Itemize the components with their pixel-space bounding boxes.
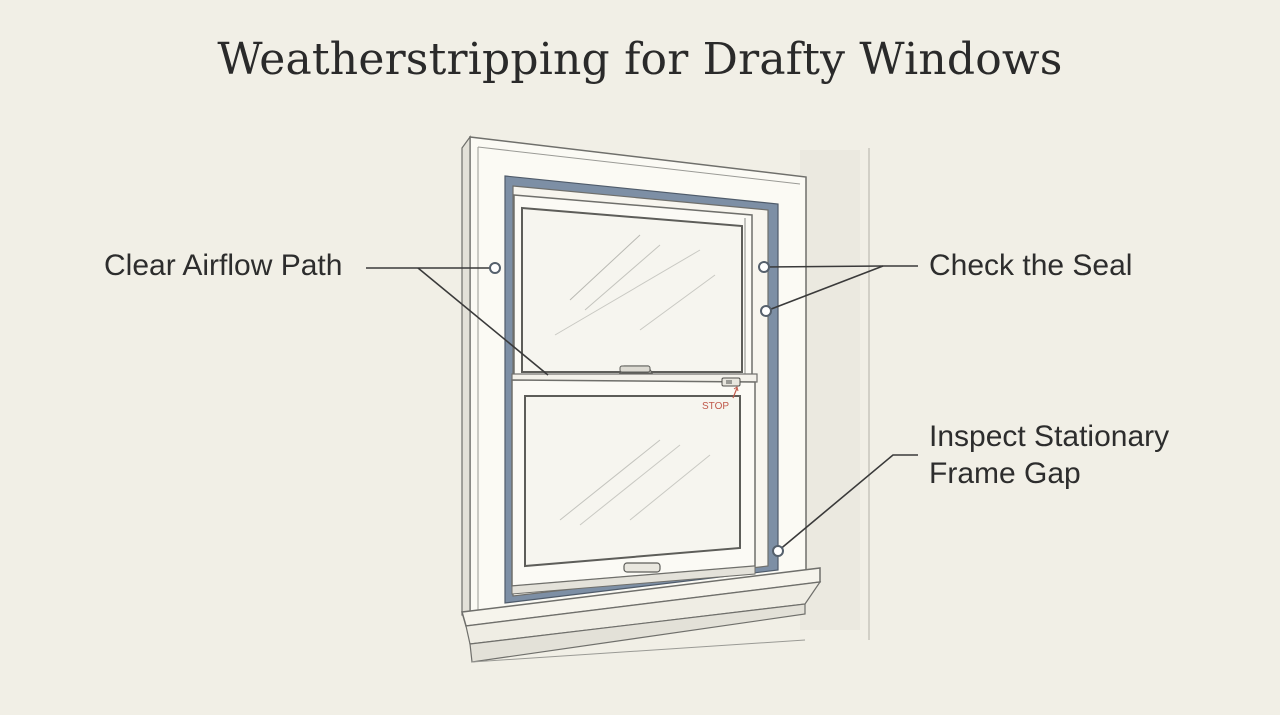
callout-dot-seal-upper [758,261,770,273]
callout-dot-inspect [772,545,784,557]
diagram-title: Weatherstripping for Drafty Windows [217,34,1063,85]
sash-lock-icon [619,365,651,373]
stop-label: STOP [702,401,729,412]
callout-lines [366,265,918,552]
callout-dot-airflow [489,262,501,274]
sash-stop-icon [721,377,741,399]
callout-inspect-frame-gap: Inspect Stationary Frame Gap [929,418,1169,492]
wall-shadow [800,150,860,630]
callout-line-seal-2 [765,265,884,312]
callout-line-seal-1 [763,265,918,268]
callout-dot-seal-lower [760,305,772,317]
lower-sash [511,379,756,595]
callout-line-airflow-2 [417,267,549,376]
callout-inspect-line-2: Frame Gap [929,457,1081,490]
callout-line-inspect [777,454,918,552]
callout-clear-airflow-path: Clear Airflow Path [104,249,343,282]
sash-lift-handle-icon [623,562,661,573]
upper-sash [513,194,753,379]
callout-inspect-line-1: Inspect Stationary [929,420,1170,453]
window-sill [461,567,822,663]
callout-check-the-seal: Check the Seal [929,249,1133,282]
